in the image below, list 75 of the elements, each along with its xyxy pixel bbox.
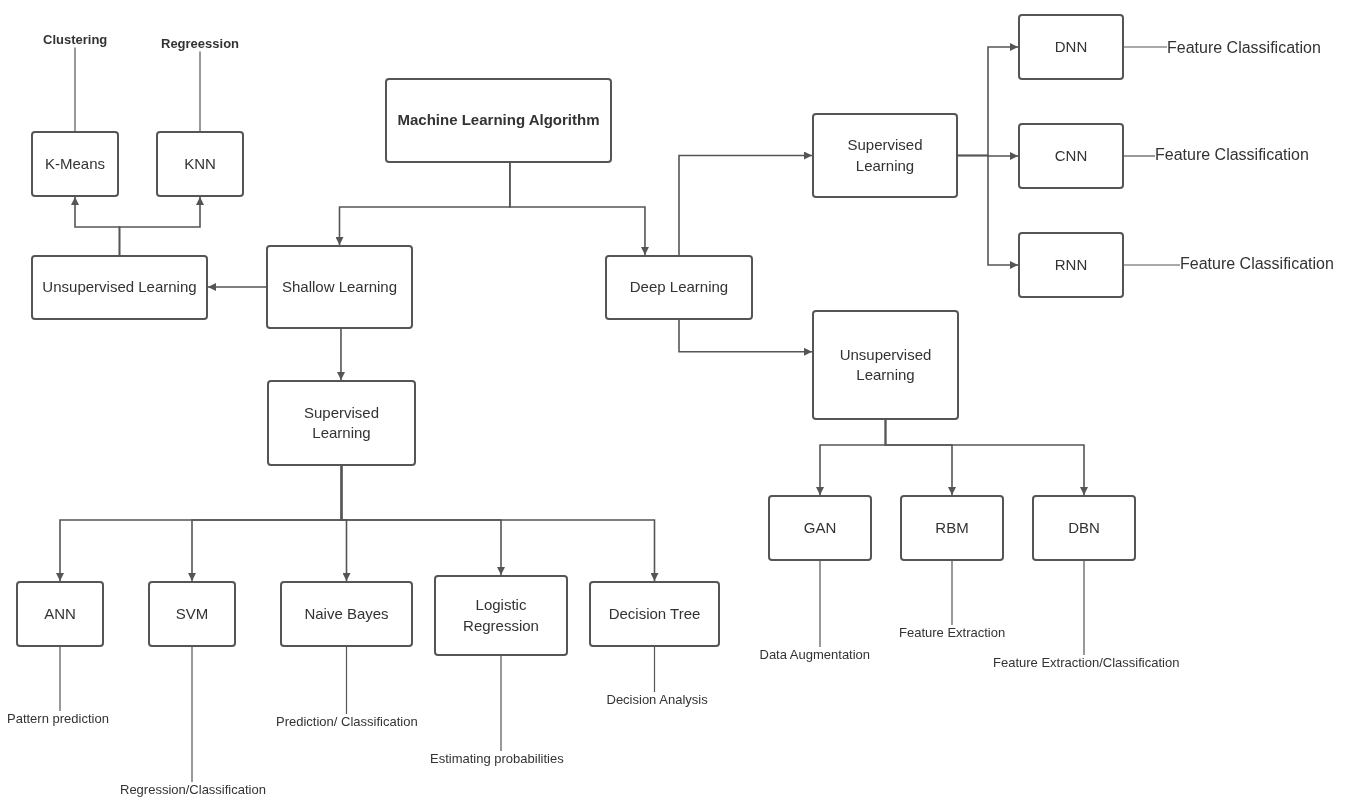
- box-label: Supervised Learning: [302, 402, 380, 443]
- process-box: [605, 255, 753, 320]
- box-label: Unsupervised Learning: [42, 277, 197, 298]
- leader-line: [345, 646, 348, 715]
- leader-line: [191, 646, 193, 783]
- box-label: RBM: [935, 517, 969, 538]
- process-box: [31, 255, 208, 320]
- arrow: [207, 283, 267, 291]
- leader-line: [1083, 560, 1085, 656]
- annotation-text: Regreession: [161, 36, 240, 52]
- box-label: K-Means: [45, 153, 105, 174]
- arrow: [118, 196, 204, 256]
- process-box: [156, 131, 244, 197]
- process-box: [148, 581, 236, 647]
- arrow: [336, 328, 345, 381]
- box-label: SVM: [175, 603, 209, 624]
- annotation-text: Estimating probabilities: [430, 751, 564, 767]
- process-box: [768, 495, 872, 561]
- box-label: Decision Tree: [608, 603, 701, 624]
- arrow: [678, 151, 813, 256]
- arrow: [957, 154, 1019, 269]
- box-label: DBN: [1068, 517, 1100, 538]
- box-label: CNN: [1054, 145, 1088, 166]
- process-box: [31, 131, 119, 197]
- annotation-text: Feature Classification: [1167, 37, 1321, 57]
- process-box: [280, 581, 413, 647]
- leader-line: [1123, 264, 1181, 266]
- process-box: [812, 310, 959, 420]
- process-box: [434, 575, 568, 656]
- process-box: [1018, 14, 1124, 80]
- process-box: [266, 245, 413, 329]
- leader-line: [500, 655, 502, 752]
- process-box: [589, 581, 720, 647]
- arrow: [509, 162, 649, 256]
- annotation-text: Decision Analysis: [606, 692, 708, 708]
- process-box: [385, 78, 612, 163]
- leader-line: [819, 560, 821, 648]
- box-label: Logistic Regression: [462, 595, 540, 636]
- process-box: [267, 380, 416, 466]
- arrow: [884, 419, 1088, 496]
- process-box: [900, 495, 1004, 561]
- box-label: ANN: [44, 603, 76, 624]
- leader-line: [74, 47, 76, 132]
- box-label: Shallow Learning: [281, 276, 398, 297]
- box-label: RNN: [1054, 254, 1088, 275]
- annotation-text: Pattern prediction: [7, 711, 109, 727]
- box-label: Supervised Learning: [846, 135, 924, 176]
- leader-line: [1123, 155, 1156, 157]
- process-box: [1032, 495, 1136, 561]
- process-box: [1018, 123, 1124, 189]
- arrow: [678, 319, 813, 356]
- box-label: Machine Learning Algorithm: [397, 110, 600, 131]
- annotation-text: Feature Extraction/Classification: [993, 655, 1180, 671]
- annotation-text: Feature Extraction: [899, 625, 1006, 641]
- box-label: Deep Learning: [629, 277, 729, 298]
- leader-line: [653, 646, 656, 693]
- process-box: [16, 581, 104, 647]
- box-label: KNN: [184, 153, 216, 174]
- process-box: [812, 113, 958, 198]
- leader-line: [951, 560, 953, 626]
- box-label: Unsupervised Learning: [838, 344, 933, 385]
- arrow: [340, 465, 659, 582]
- leader-line: [199, 51, 201, 132]
- box-label: DNN: [1054, 36, 1088, 57]
- annotation-text: Feature Classification: [1155, 144, 1309, 164]
- annotation-text: Prediction/ Classification: [276, 714, 418, 730]
- annotation-text: Clustering: [43, 32, 108, 48]
- annotation-text: Data Augmentation: [759, 647, 871, 663]
- leader-line: [1123, 46, 1168, 48]
- process-box: [1018, 232, 1124, 298]
- annotation-text: Feature Classification: [1180, 253, 1334, 273]
- leader-line: [59, 646, 61, 712]
- box-label: GAN: [803, 517, 837, 538]
- box-label: Naive Bayes: [304, 603, 389, 624]
- annotation-text: Regression/Classification: [120, 782, 266, 798]
